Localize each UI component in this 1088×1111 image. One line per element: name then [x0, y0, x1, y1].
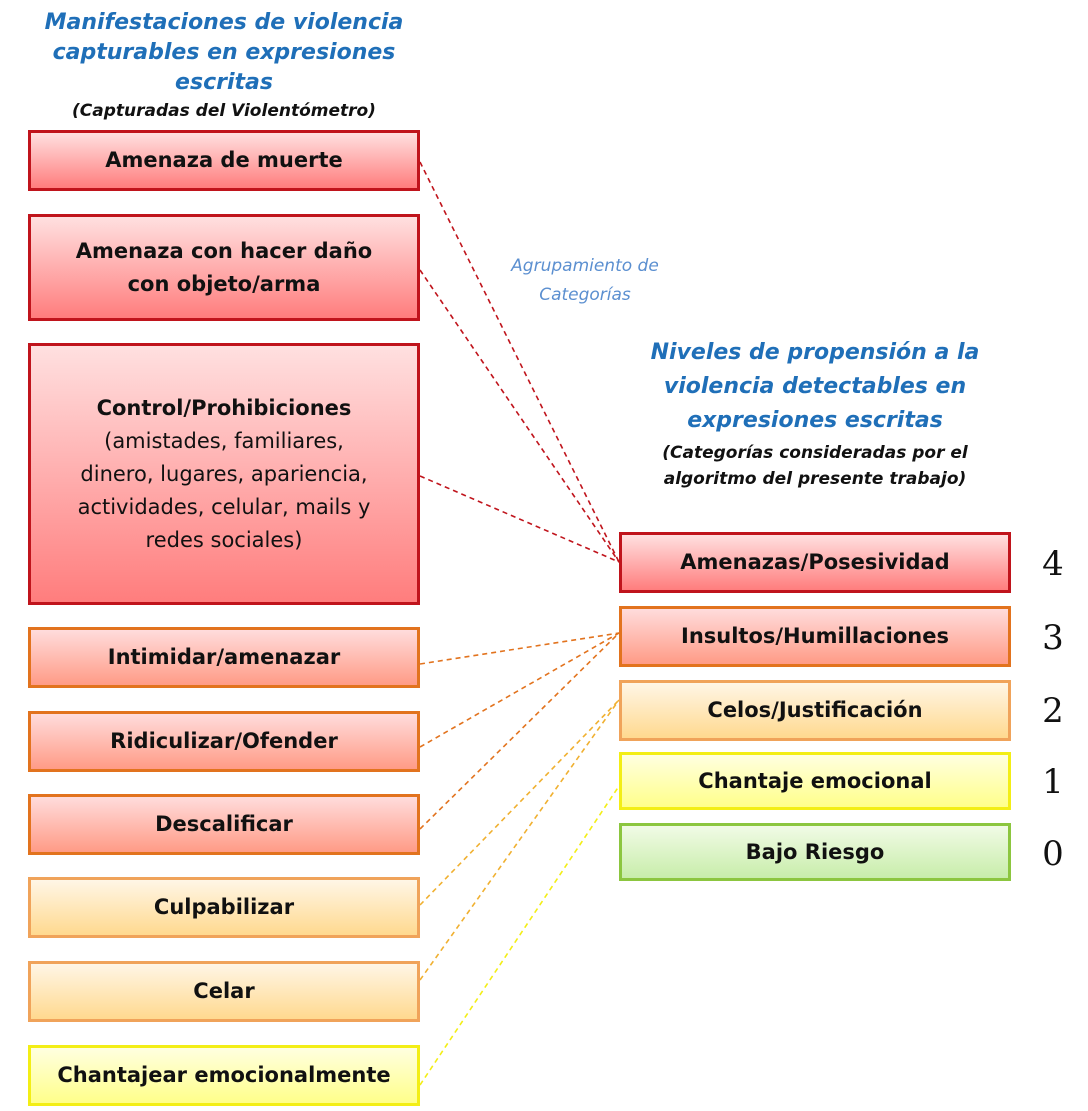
level-label: Amenazas/Posesividad [680, 550, 950, 574]
level-number-4: 4 [1042, 544, 1064, 584]
manifestation-title: Control/Prohibiciones [96, 395, 352, 420]
manifestation-culpabilizar: Culpabilizar [28, 877, 420, 938]
manifestation-label-line1: Amenaza con hacer daño [75, 238, 373, 263]
level-amenazas-posesividad: Amenazas/Posesividad [619, 532, 1011, 593]
right-header-line2: violencia detectables en [663, 374, 967, 399]
manifestation-label: Celar [193, 979, 255, 1003]
manifestation-label: Culpabilizar [153, 895, 295, 919]
connector-line [419, 632, 620, 665]
manifestation-ridiculizar: Ridiculizar/Ofender [28, 711, 420, 772]
level-number-3: 3 [1042, 618, 1064, 658]
manifestation-detail-line4: redes sociales) [145, 527, 303, 552]
middle-label: Agrupamiento de Categorías [470, 252, 700, 310]
manifestation-detail-line2: dinero, lugares, apariencia, [80, 461, 368, 486]
level-label: Insultos/Humillaciones [681, 624, 949, 648]
connector-line [419, 699, 620, 906]
left-header: Manifestaciones de violencia capturables… [0, 8, 448, 124]
left-header-subtitle: (Capturadas del Violentómetro) [72, 101, 376, 121]
connector-line [419, 785, 620, 1086]
level-label: Bajo Riesgo [745, 839, 885, 864]
manifestation-label: Chantajear emocionalmente [57, 1063, 391, 1087]
level-label: Chantaje emocional [698, 768, 932, 793]
manifestation-label: Descalificar [155, 812, 293, 836]
manifestation-celar: Celar [28, 961, 420, 1022]
manifestation-label-line2: con objeto/arma [127, 271, 321, 296]
right-header-line3: expresiones escritas [687, 408, 943, 433]
level-bajo-riesgo: Bajo Riesgo [619, 823, 1011, 881]
middle-label-line1: Agrupamiento de [511, 256, 659, 276]
level-insultos-humillaciones: Insultos/Humillaciones [619, 606, 1011, 667]
manifestation-detail-line3: actividades, celular, mails y [77, 494, 371, 519]
manifestation-intimidar: Intimidar/amenazar [28, 627, 420, 688]
left-header-line2: capturables en expresiones escritas [52, 40, 396, 95]
manifestation-label: Ridiculizar/Ofender [110, 729, 338, 753]
connector-line [419, 269, 620, 563]
middle-label-line2: Categorías [539, 285, 631, 305]
level-label: Celos/Justificación [707, 698, 923, 722]
manifestation-control-prohibiciones: Control/Prohibiciones (amistades, famili… [28, 343, 420, 605]
level-celos-justificacion: Celos/Justificación [619, 680, 1011, 741]
left-header-line1: Manifestaciones de violencia [44, 10, 404, 35]
right-header: Niveles de propensión a la violencia det… [600, 336, 1030, 492]
level-number-1: 1 [1042, 762, 1064, 802]
connector-line [419, 632, 620, 748]
connector-line [419, 632, 620, 830]
manifestation-amenaza-con-objeto: Amenaza con hacer daño con objeto/arma [28, 214, 420, 321]
connector-line [419, 161, 620, 563]
manifestation-descalificar: Descalificar [28, 794, 420, 855]
connector-line [419, 475, 620, 563]
right-header-line4: (Categorías consideradas por el [662, 443, 968, 463]
manifestation-chantajear: Chantajear emocionalmente [28, 1045, 420, 1106]
manifestation-amenaza-de-muerte: Amenaza de muerte [28, 130, 420, 191]
right-header-line5: algoritmo del presente trabajo) [663, 469, 967, 489]
level-number-2: 2 [1042, 691, 1064, 731]
manifestation-detail-line1: (amistades, familiares, [104, 428, 344, 453]
level-chantaje-emocional: Chantaje emocional [619, 752, 1011, 810]
level-number-0: 0 [1042, 834, 1064, 874]
manifestation-label: Amenaza de muerte [105, 148, 343, 172]
right-header-line1: Niveles de propensión a la [650, 340, 980, 365]
manifestation-label: Intimidar/amenazar [107, 645, 341, 669]
connector-line [419, 699, 620, 981]
